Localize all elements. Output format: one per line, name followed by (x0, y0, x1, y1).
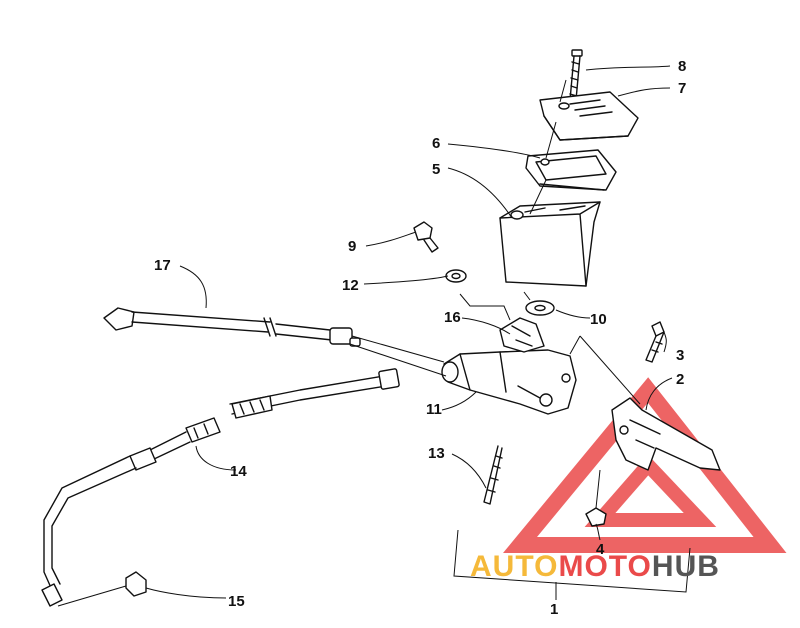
screw-part-13 (483, 445, 503, 505)
reservoir-part-5 (499, 201, 601, 287)
screw-part-8 (569, 49, 583, 101)
callout-14: 14 (230, 463, 247, 480)
washer-part-12 (445, 269, 467, 283)
callout-13: 13 (428, 445, 445, 462)
callout-16: 16 (444, 309, 461, 326)
callout-15: 15 (228, 593, 245, 610)
callout-12: 12 (342, 277, 359, 294)
pivot-bolt-part-3 (645, 321, 665, 363)
callout-9: 9 (348, 238, 356, 255)
callout-5: 5 (432, 161, 440, 178)
washer-part-10 (525, 300, 555, 316)
callout-7: 7 (678, 80, 686, 97)
diaphragm-part-6 (525, 149, 617, 191)
nut-part-4 (585, 507, 607, 527)
callout-10: 10 (590, 311, 607, 328)
svg-text:AUTOMOTOHUB: AUTOMOTOHUB (470, 550, 720, 583)
watermark-hub: HUB (652, 550, 720, 583)
watermark-text: AUTOMOTOHUB (470, 550, 720, 583)
leader-lines (57, 65, 673, 607)
callout-1: 1 (550, 601, 558, 618)
bolt-part-9 (413, 221, 439, 253)
callout-4: 4 (596, 541, 605, 558)
callout-6: 6 (432, 135, 440, 152)
callout-2: 2 (676, 371, 684, 388)
cable-part-17 (103, 307, 361, 347)
callout-8: 8 (678, 58, 686, 75)
brake-lever-part-2 (611, 397, 721, 471)
watermark-auto: AUTO (470, 550, 558, 583)
callout-3: 3 (676, 347, 684, 364)
callout-11: 11 (426, 401, 442, 418)
watermark-moto: MOTO (558, 550, 651, 583)
fitting-part-15 (125, 571, 147, 597)
hose-part-14 (41, 368, 400, 607)
callout-17: 17 (154, 257, 171, 274)
bracket-part-1 (453, 529, 691, 600)
master-cylinder-part-11 (441, 317, 577, 415)
callout-labels: 1 2 3 4 5 6 7 8 9 10 11 12 13 14 15 16 1… (154, 58, 686, 618)
cover-plate-part-7 (539, 91, 639, 141)
